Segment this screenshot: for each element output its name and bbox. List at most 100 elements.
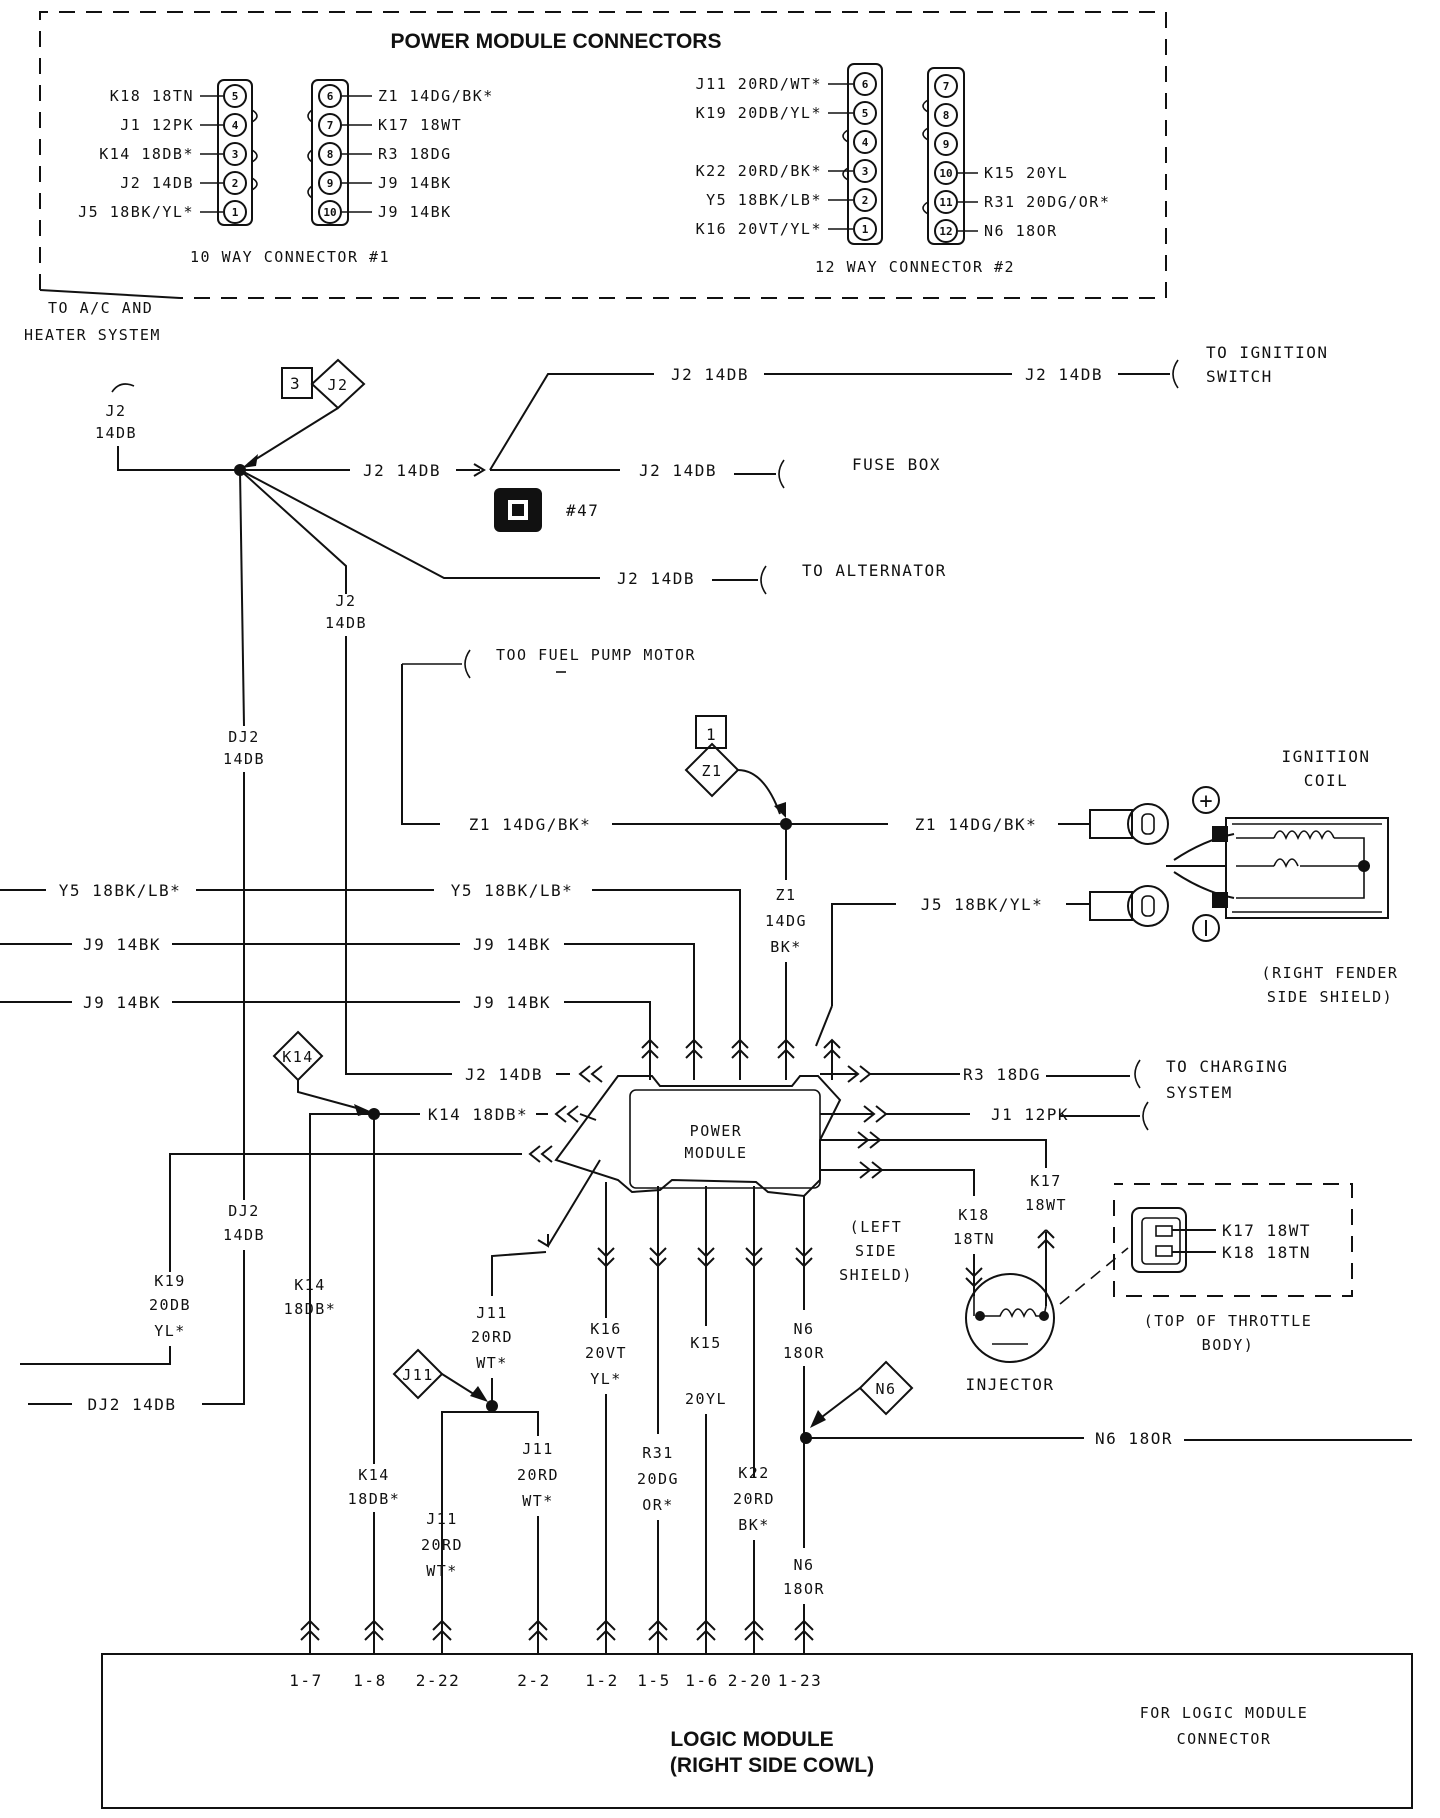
k18-vert-label-2: 18TN <box>953 1230 995 1248</box>
j2-ref-number: 3 <box>290 374 301 393</box>
z1-vert-label-1: Z1 <box>775 886 796 904</box>
connector-wire-label: K17 18WT <box>378 116 462 134</box>
k14-vert-a-label-2: 18DB* <box>284 1300 337 1318</box>
logic-pin-arrow <box>744 1619 764 1654</box>
k19-label-1: K19 <box>154 1272 186 1290</box>
power-module: POWER MODULE <box>554 1038 842 1198</box>
j11-branch: J11 20RD WT* J11 J11 20RD WT* J11 20RD W… <box>392 1159 601 1648</box>
j2-wire-label-fusebox-b: J2 14DB <box>639 461 717 480</box>
k22-label-3: BK* <box>738 1516 770 1534</box>
k19-label-3: YL* <box>154 1322 186 1340</box>
connector-wire-label: J9 14BK <box>378 203 452 221</box>
j11-b-label-1: J11 <box>522 1440 554 1458</box>
y5-left-label: Y5 18BK/LB* <box>59 881 181 900</box>
injector-label: INJECTOR <box>965 1375 1054 1394</box>
logic-pin-arrow <box>528 1619 548 1654</box>
z1-vert-label-3: BK* <box>770 938 802 956</box>
connector-pin <box>318 171 342 195</box>
j11-a-label-2: 20RD <box>471 1328 513 1346</box>
j2-vert-label-2: 14DB <box>325 614 367 632</box>
logic-pin-arrow <box>648 1619 668 1654</box>
logic-pin-label: 2-22 <box>416 1671 461 1690</box>
k14-horizontal-label: K14 18DB* <box>428 1105 528 1124</box>
ignition-switch-label-1: TO IGNITION <box>1206 343 1328 362</box>
connector-pin <box>318 142 342 166</box>
n6-b-label-2: 18OR <box>783 1580 825 1598</box>
connector-wire-label: J2 14DB <box>120 174 194 192</box>
r3-label: R3 18DG <box>963 1065 1041 1084</box>
logic-pin-label: 1-8 <box>353 1671 386 1690</box>
connector-pin-number: 10 <box>323 206 336 219</box>
connector-pin-number: 10 <box>939 167 952 180</box>
dj2-label-b-2: 14DB <box>223 1226 265 1244</box>
y5-mid-label: Y5 18BK/LB* <box>451 881 573 900</box>
j11-b-label-3: WT* <box>522 1492 554 1510</box>
charging-label-1: TO CHARGING <box>1166 1057 1288 1076</box>
fender-label-2: SIDE SHIELD) <box>1267 988 1393 1006</box>
coil-positive-symbol: + <box>1199 789 1212 814</box>
connector-wire-label: K22 20RD/BK* <box>696 162 822 180</box>
connector-1 <box>217 79 349 226</box>
n6-a-label-1: N6 <box>793 1320 814 1338</box>
output-chevron <box>697 1247 715 1268</box>
z1-ref-box <box>695 715 727 749</box>
left-shield-label-1: (LEFT <box>850 1218 903 1236</box>
logic-module-box <box>101 1653 1413 1809</box>
connector-pin <box>223 142 247 166</box>
connector-pin-number: 7 <box>943 80 950 93</box>
j9-mid-label-1: J9 14BK <box>473 935 551 954</box>
logic-pin-label: 2-2 <box>517 1671 550 1690</box>
r31-label-1: R31 <box>642 1444 674 1462</box>
connector-pin-number: 5 <box>862 107 869 120</box>
fuel-pump-label: TOO FUEL PUMP MOTOR <box>496 646 696 664</box>
connector-wire-label: R3 18DG <box>378 145 452 163</box>
throttle-label-2: BODY) <box>1202 1336 1255 1354</box>
connector-pin <box>318 113 342 137</box>
connector-pin <box>223 200 247 224</box>
dj2-bottom-label: DJ2 14DB <box>87 1395 176 1414</box>
connector-pin <box>853 217 877 241</box>
k14-vert-b-label-2: 18DB* <box>348 1490 401 1508</box>
power-module-label-2: MODULE <box>684 1144 747 1162</box>
alternator-label: TO ALTERNATOR <box>802 561 947 580</box>
j11-splice-tag <box>392 1348 444 1400</box>
connector-pin-number: 12 <box>939 225 952 238</box>
connectors-title: POWER MODULE CONNECTORS <box>391 30 722 53</box>
j11-c-label-3: WT* <box>426 1562 458 1580</box>
j1-label: J1 12PK <box>991 1105 1069 1124</box>
logic-pin-label: 1-23 <box>778 1671 823 1690</box>
logic-pin-label: 1-6 <box>685 1671 718 1690</box>
connector-pin-number: 11 <box>939 196 953 209</box>
logic-connector-label-2: CONNECTOR <box>1177 1730 1272 1748</box>
logic-pin-arrow <box>696 1619 716 1654</box>
connector-pin <box>934 219 958 243</box>
injector: INJECTOR <box>965 1247 1129 1394</box>
charging-label-2: SYSTEM <box>1166 1083 1233 1102</box>
connector-wire-label: Z1 14DG/BK* <box>378 87 494 105</box>
dj2-label-a-2: 14DB <box>223 750 265 768</box>
connector-pin <box>853 188 877 212</box>
connector-wire-label: Y5 18BK/LB* <box>706 191 822 209</box>
dj2-label-a-1: DJ2 <box>228 728 260 746</box>
power-module-label-1: POWER <box>690 1122 743 1140</box>
connector-wire-label: R31 20DG/OR* <box>984 193 1110 211</box>
j2-left-label-1: J2 <box>105 402 126 420</box>
r31-label-2: 20DG <box>637 1470 679 1488</box>
connector-pin-number: 8 <box>327 148 334 161</box>
ignition-coil-label-1: IGNITION <box>1281 747 1370 766</box>
connector-pin <box>318 200 342 224</box>
k17-vert-label-1: K17 <box>1030 1172 1062 1190</box>
connector-pin <box>223 84 247 108</box>
k16-label-1: K16 <box>590 1320 622 1338</box>
left-feed-wires: Y5 18BK/LB* Y5 18BK/LB* J9 14BK J9 14BK … <box>0 881 741 1040</box>
j9-left-label-1: J9 14BK <box>83 935 161 954</box>
connector-pin-number: 6 <box>862 78 869 91</box>
j2-vert-label-1: J2 <box>335 592 356 610</box>
k15-label-2: 20YL <box>685 1390 727 1408</box>
input-chevron <box>685 1038 703 1080</box>
connector-pin <box>853 72 877 96</box>
j11-c-label-2: 20RD <box>421 1536 463 1554</box>
